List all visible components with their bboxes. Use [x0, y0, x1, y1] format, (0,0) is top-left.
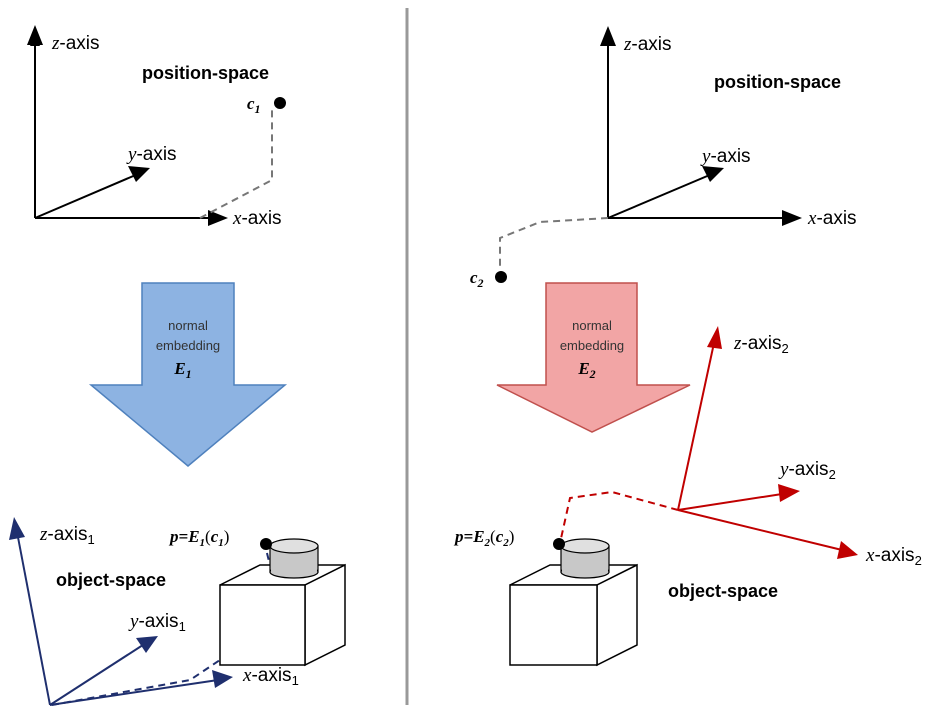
right-cylinder-top [560, 538, 610, 554]
right-obj-x-arrowhead-icon [837, 541, 858, 559]
left-y-axis-label: y-axis [126, 144, 177, 165]
right-arrow-shape [496, 282, 691, 433]
right-arrow-line2: embedding [560, 338, 624, 353]
left-y-arrowhead-icon [128, 166, 150, 182]
right-position-space: z-axis y-axis x-axis position-space c2 [470, 26, 857, 290]
right-position-space-label: position-space [714, 72, 841, 92]
left-z-arrowhead-icon [27, 25, 43, 45]
right-box-front [509, 584, 598, 666]
left-object-space: p=E1(c1) z-axis1 y-axis1 x-axis1 object-… [9, 517, 346, 706]
right-embedding-arrow: normal embedding E2 [496, 282, 691, 433]
right-obj-dashed-path [559, 490, 679, 544]
left-c1-label: c1 [247, 94, 261, 116]
right-c2-dashed-path [499, 217, 609, 270]
right-obj-z-axis-line [677, 342, 715, 511]
left-z-axis-label: z-axis [51, 33, 100, 54]
right-obj-x-axis-label: x-axis2 [865, 545, 922, 568]
left-arrow-shape [88, 282, 288, 467]
right-p-label: p=E2(c2) [453, 527, 514, 549]
left-obj-x-axis-line [49, 679, 219, 706]
right-obj-z-arrowhead-icon [707, 326, 722, 349]
right-y-arrowhead-icon [702, 166, 724, 182]
left-x-axis-label: x-axis [232, 208, 282, 229]
right-arrow-E2: E2 [577, 359, 595, 381]
right-x-axis-label: x-axis [807, 208, 857, 229]
left-x-arrowhead-icon [208, 210, 228, 226]
left-box-front [219, 584, 306, 666]
right-object-space: p=E2(c2) z-axis2 y-axis2 x-axis2 object-… [453, 326, 922, 667]
right-p-point [553, 538, 565, 550]
left-y-axis-line [34, 173, 139, 219]
right-x-arrowhead-icon [782, 210, 802, 226]
right-obj-z-axis-label: z-axis2 [733, 333, 789, 356]
left-obj-y-axis-label: y-axis1 [128, 611, 186, 634]
right-arrow-line1: normal [572, 318, 612, 333]
left-position-space-label: position-space [142, 63, 269, 83]
left-arrow-line2: embedding [156, 338, 220, 353]
left-embedding-arrow: normal embedding E1 [88, 282, 288, 467]
right-z-axis-label: z-axis [623, 34, 672, 55]
left-obj-z-axis-line [16, 531, 51, 706]
left-obj-z-axis-label: z-axis1 [39, 524, 95, 547]
left-p-point [260, 538, 272, 550]
right-obj-x-axis-line [677, 509, 843, 551]
left-obj-x-arrowhead-icon [212, 670, 233, 688]
left-arrow-E1: E1 [173, 359, 191, 381]
left-obj-z-arrowhead-icon [9, 517, 25, 540]
left-p-label: p=E1(c1) [168, 527, 229, 549]
left-object-space-label: object-space [56, 570, 166, 590]
left-arrow-line1: normal [168, 318, 208, 333]
right-obj-y-axis-line [677, 493, 783, 511]
right-c2-point [495, 271, 507, 283]
left-position-space: z-axis y-axis x-axis position-space c1 [27, 25, 286, 229]
right-z-arrowhead-icon [600, 26, 616, 46]
left-obj-x-axis-label: x-axis1 [242, 665, 299, 688]
left-obj-y-axis-line [49, 642, 147, 706]
right-obj-y-arrowhead-icon [778, 484, 800, 502]
left-obj-y-arrowhead-icon [136, 636, 158, 653]
left-cylinder-top [269, 538, 319, 554]
left-c1-point [274, 97, 286, 109]
left-c1-dashed-path [199, 106, 273, 219]
right-y-axis-line [607, 173, 713, 219]
right-object-space-label: object-space [668, 581, 778, 601]
right-obj-y-axis-label: y-axis2 [778, 459, 836, 482]
right-c2-label: c2 [470, 268, 484, 290]
right-y-axis-label: y-axis [700, 146, 751, 167]
